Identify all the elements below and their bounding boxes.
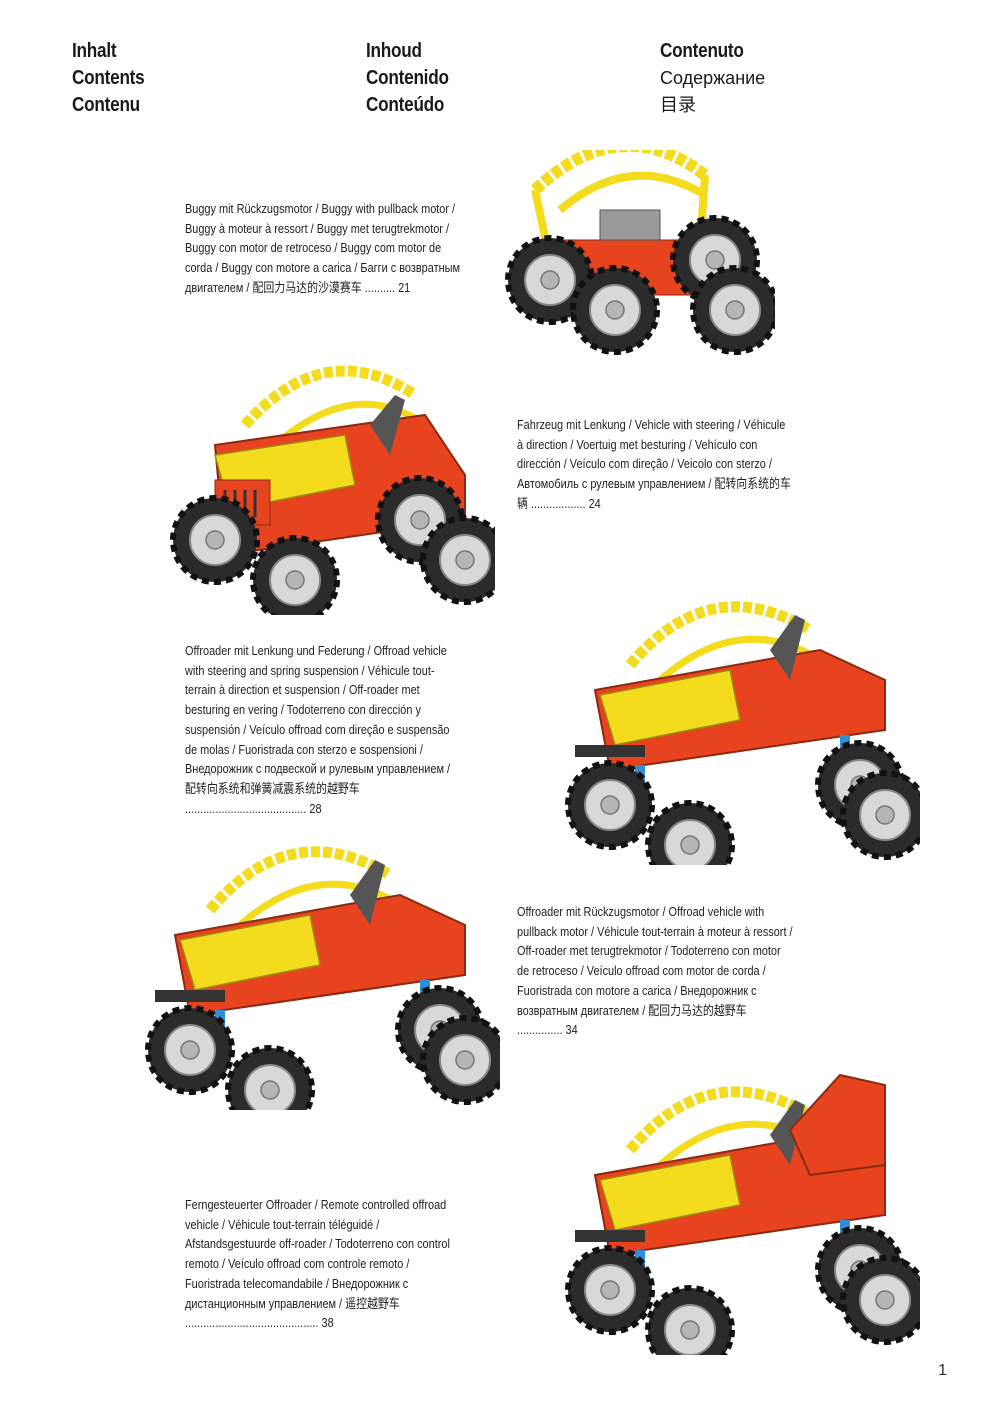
remote-offroader-illustration [540, 1073, 920, 1355]
toc-entry-remote-offroader[interactable]: Ferngesteuerter Offroader / Remote contr… [185, 1195, 515, 1333]
heading-fr: Contenu [72, 94, 140, 116]
header-column-3: Contenuto Содержание 目录 [660, 38, 765, 119]
heading-nl: Inhoud [366, 40, 422, 62]
toc-entry-offroader-suspension[interactable]: Offroader mit Lenkung und Federung / Off… [185, 641, 515, 818]
toc-entry-text: Offroader mit Lenkung und Federung / Off… [185, 643, 451, 816]
heading-de: Inhalt [72, 40, 117, 62]
heading-it: Contenuto [660, 40, 744, 62]
buggy-illustration [505, 150, 775, 360]
heading-es: Contenido [366, 67, 449, 89]
offroader-suspension-illustration [540, 570, 920, 865]
toc-entry-text: Fahrzeug mit Lenkung / Vehicle with stee… [517, 417, 791, 511]
toc-entry-text: Buggy mit Rückzugsmotor / Buggy with pul… [185, 201, 460, 295]
toc-entry-buggy[interactable]: Buggy mit Rückzugsmotor / Buggy with pul… [185, 199, 515, 298]
toc-entry-steering-vehicle[interactable]: Fahrzeug mit Lenkung / Vehicle with stee… [517, 415, 847, 514]
header-column-1: Inhalt Contents Contenu [72, 38, 156, 119]
heading-ru: Содержание [660, 68, 766, 88]
heading-pt: Conteúdo [366, 94, 445, 116]
offroader-pullback-illustration [120, 815, 500, 1110]
steering-vehicle-illustration [155, 345, 495, 615]
page-number: 1 [938, 1362, 947, 1379]
heading-zh: 目录 [660, 95, 696, 115]
heading-en: Contents [72, 67, 145, 89]
header-column-2: Inhoud Contenido Conteúdo [366, 38, 462, 119]
toc-entry-text: Offroader mit Rückzugsmotor / Offroad ve… [517, 904, 793, 1038]
toc-entry-text: Ferngesteuerter Offroader / Remote contr… [185, 1197, 450, 1331]
toc-entry-offroader-pullback[interactable]: Offroader mit Rückzugsmotor / Offroad ve… [517, 902, 847, 1040]
